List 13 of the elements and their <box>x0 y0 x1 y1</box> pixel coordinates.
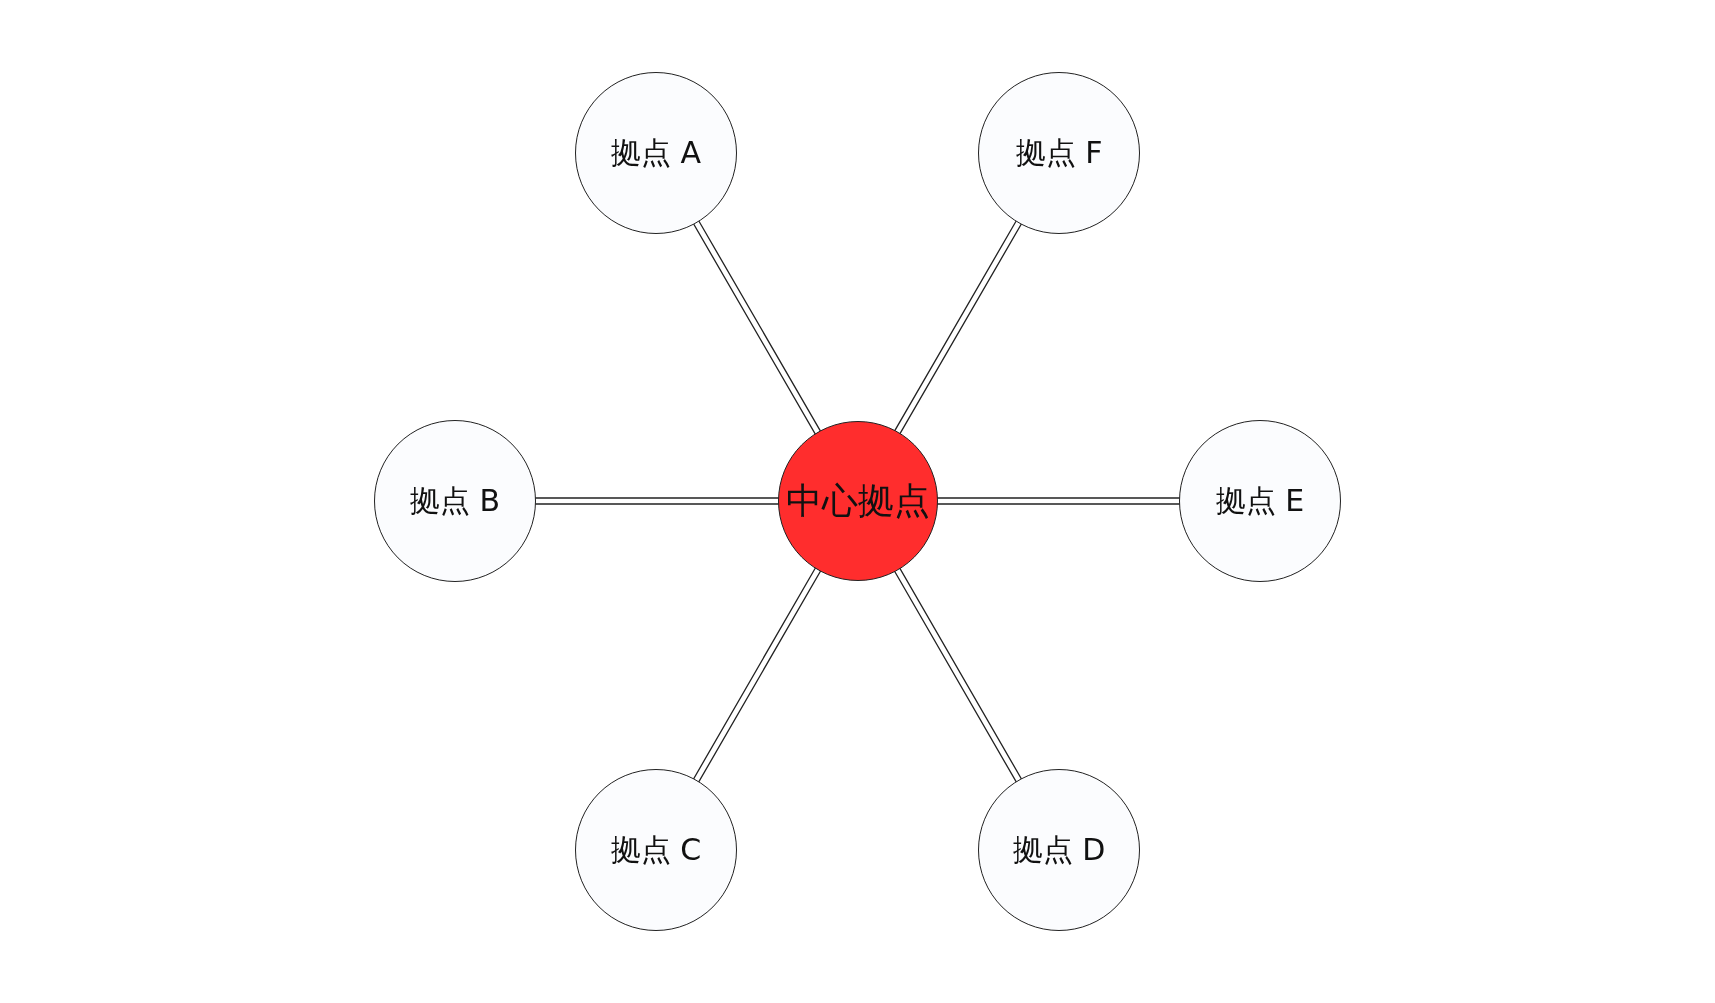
hub-circle: 中心拠点 <box>777 421 938 581</box>
double-line <box>692 566 822 784</box>
double-line <box>533 497 780 505</box>
circle-node: 拠点 E <box>1179 420 1341 582</box>
circle-node: 拠点 C <box>575 769 737 931</box>
double-line <box>935 497 1182 505</box>
circle-node: 拠点 A <box>575 72 737 234</box>
double-line <box>692 219 822 436</box>
circle-node: 拠点 D <box>978 769 1140 931</box>
double-line <box>893 219 1023 436</box>
circle-node: 拠点 B <box>374 420 536 582</box>
circle-node: 拠点 F <box>978 72 1140 234</box>
double-line <box>893 566 1023 784</box>
